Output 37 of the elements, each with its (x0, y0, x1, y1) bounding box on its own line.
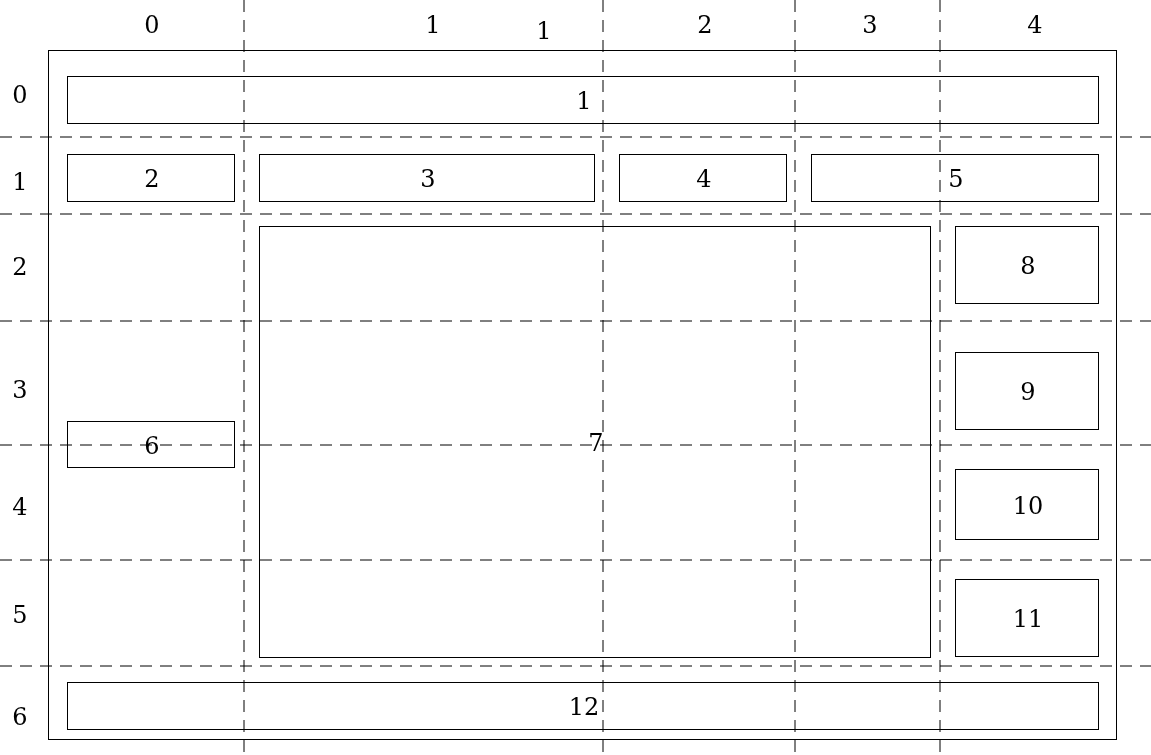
layout-box (67, 76, 1099, 124)
layout-box (67, 682, 1099, 730)
layout-box (955, 579, 1099, 657)
box-number: 12 (568, 693, 600, 721)
box-number: 8 (1020, 252, 1036, 280)
column-number: 3 (862, 11, 878, 39)
box-number: 2 (144, 165, 160, 193)
layout-box (955, 226, 1099, 304)
box-number: 1 (536, 17, 552, 45)
layout-box (67, 154, 235, 202)
row-number: 0 (12, 81, 28, 109)
box-number: 1 (576, 87, 592, 115)
row-number: 4 (12, 493, 28, 521)
layout-box (811, 154, 1099, 202)
layout-box (67, 421, 235, 468)
box-number: 11 (1012, 605, 1044, 633)
column-number: 0 (144, 11, 160, 39)
layout-box (259, 154, 595, 202)
column-number: 4 (1027, 11, 1043, 39)
box-number: 7 (588, 429, 604, 457)
box-number: 3 (420, 165, 436, 193)
column-number: 2 (697, 11, 713, 39)
layout-box (955, 352, 1099, 430)
box-number: 10 (1012, 491, 1044, 520)
box-number: 4 (696, 165, 712, 193)
layout-box (259, 226, 931, 658)
layout-box (619, 154, 787, 202)
layout-box (955, 469, 1099, 540)
row-number: 2 (12, 253, 28, 281)
column-number: 1 (425, 11, 441, 39)
row-number: 6 (12, 703, 28, 731)
row-number: 3 (12, 376, 28, 404)
row-number: 5 (12, 601, 28, 629)
box-number: 5 (948, 165, 964, 193)
row-number: 1 (12, 168, 28, 196)
box-number: 6 (144, 431, 160, 460)
box-number: 9 (1020, 378, 1036, 406)
